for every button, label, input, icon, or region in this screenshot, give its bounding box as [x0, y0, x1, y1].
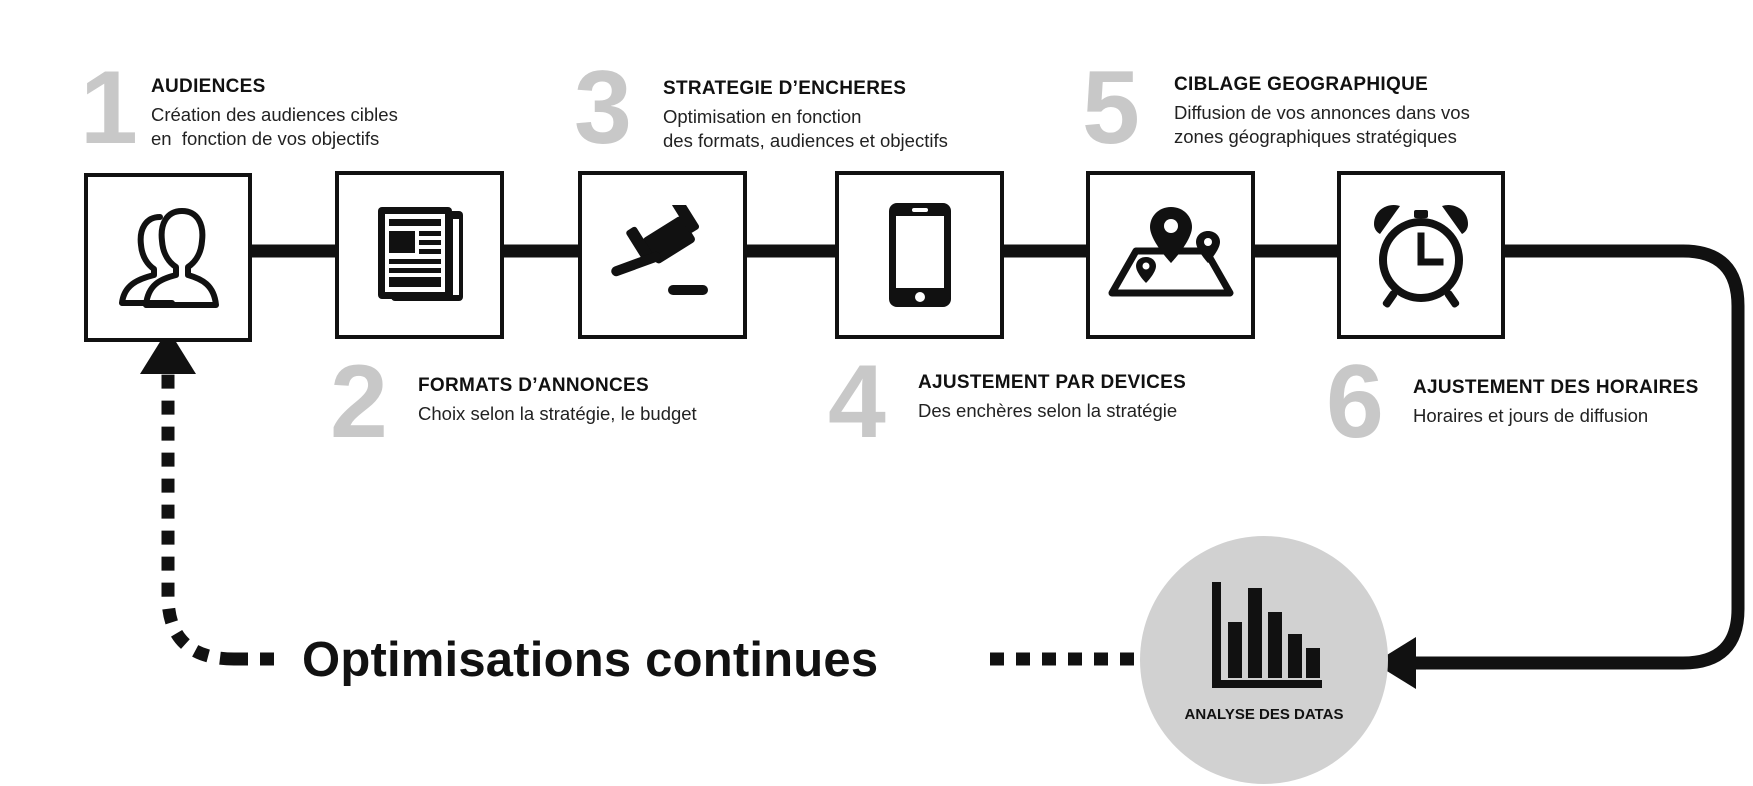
smartphone-icon: [888, 203, 951, 307]
analysis-label: ANALYSE DES DATAS: [1184, 706, 1344, 723]
newspaper-icon: [377, 207, 463, 301]
step-6-box: [1337, 171, 1505, 339]
auction-gavel-icon: [610, 205, 708, 295]
analysis-circle: [1140, 536, 1388, 784]
step-2-box: [335, 171, 504, 339]
step-4-number: 4: [828, 344, 886, 460]
step-4-description: Des enchères selon la stratégie: [918, 400, 1178, 421]
step-5-description: Diffusion de vos annonces dans vos zones…: [1174, 102, 1470, 147]
step-5-number: 5: [1082, 50, 1140, 166]
step-3-description: Optimisation en fonction des formats, au…: [663, 106, 948, 151]
step-4-box: [835, 171, 1004, 339]
step-6-number: 6: [1326, 344, 1384, 460]
step-1-description: Création des audiences cibles en fonctio…: [151, 104, 398, 149]
return-path-line: [1412, 244, 1745, 670]
step-2-number: 2: [330, 344, 388, 460]
step-5-title: CIBLAGE GEOGRAPHIQUE: [1174, 74, 1429, 95]
step-5-box: [1086, 171, 1255, 339]
bar-chart-icon: [1212, 582, 1322, 688]
step-1-text: AUDIENCES Création des audiences cibles …: [151, 76, 398, 151]
step-1-box: [84, 173, 252, 342]
step-4-text: AJUSTEMENT PAR DEVICES Des enchères selo…: [918, 372, 1186, 423]
map-pins-icon: [1108, 207, 1233, 297]
step-6-text: AJUSTEMENT DES HORAIRES Horaires et jour…: [1413, 377, 1699, 428]
step-1-number: 1: [80, 50, 138, 166]
loop-arrowhead: [140, 329, 196, 374]
step-2-title: FORMATS D’ANNONCES: [418, 375, 649, 396]
return-arrowhead: [1374, 637, 1416, 689]
step-6-description: Horaires et jours de diffusion: [1413, 405, 1649, 426]
step-3-number: 3: [574, 50, 632, 166]
dotted-loop-path: [161, 374, 235, 666]
audience-users-icon: [119, 207, 219, 308]
step-2-description: Choix selon la stratégie, le budget: [418, 403, 697, 424]
step-4-title: AJUSTEMENT PAR DEVICES: [918, 372, 1187, 393]
step-3-box: [578, 171, 747, 339]
step-3-title: STRATEGIE D’ENCHERES: [663, 78, 907, 99]
loop-label: Optimisations continues: [302, 633, 879, 687]
step-2-text: FORMATS D’ANNONCES Choix selon la straté…: [418, 375, 697, 426]
step-1-title: AUDIENCES: [151, 76, 266, 97]
step-6-title: AJUSTEMENT DES HORAIRES: [1413, 377, 1699, 398]
step-5-text: CIBLAGE GEOGRAPHIQUE Diffusion de vos an…: [1174, 74, 1470, 149]
alarm-clock-icon: [1374, 204, 1468, 308]
step-3-text: STRATEGIE D’ENCHERES Optimisation en fon…: [663, 78, 948, 153]
